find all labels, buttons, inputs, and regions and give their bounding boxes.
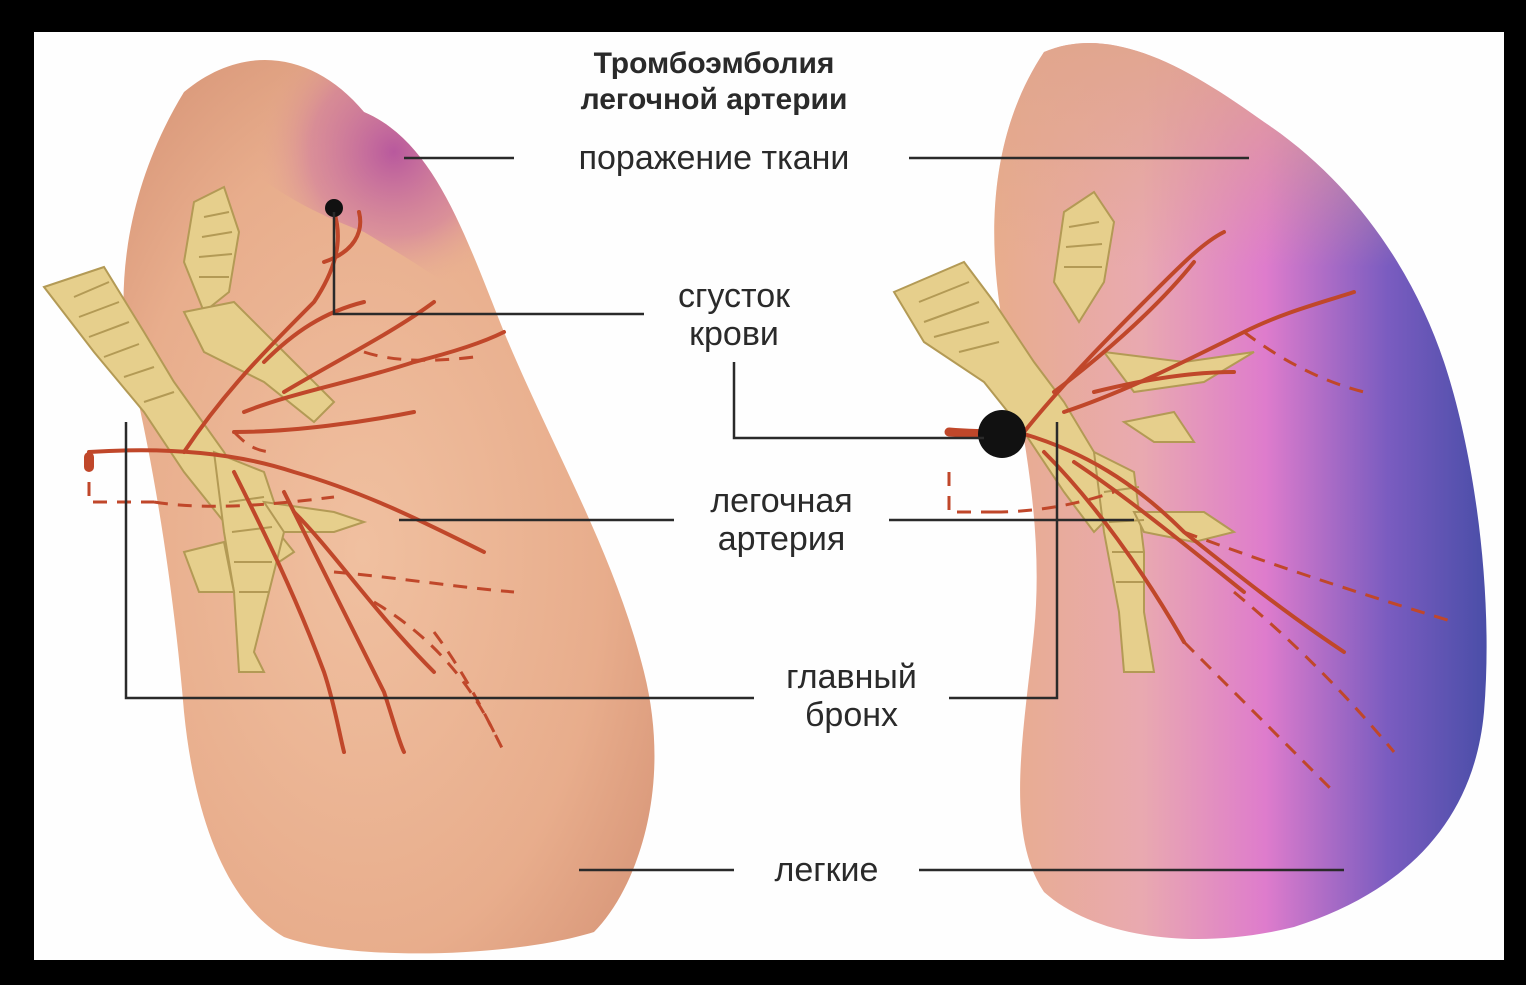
- label-pulmonary-artery-line-1: легочная: [674, 482, 889, 520]
- label-main-bronchus-line-2: бронх: [754, 696, 949, 734]
- label-pulmonary-artery: легочная артерия: [674, 482, 889, 558]
- title-line-1: Тромбоэмболия: [524, 46, 904, 82]
- diagram-canvas: Тромбоэмболия легочной артерии поражение…: [34, 32, 1504, 960]
- large-clot: [978, 410, 1026, 458]
- label-blood-clot-line-1: сгусток: [644, 277, 824, 315]
- label-main-bronchus-line-1: главный: [754, 658, 949, 696]
- label-tissue-damage: поражение ткани: [524, 139, 904, 177]
- label-pulmonary-artery-line-2: артерия: [674, 520, 889, 558]
- label-blood-clot-line-2: крови: [644, 315, 824, 353]
- label-blood-clot: сгусток крови: [644, 277, 824, 353]
- label-lungs: легкие: [734, 851, 919, 889]
- title-line-2: легочной артерии: [524, 82, 904, 118]
- diagram-title: Тромбоэмболия легочной артерии: [524, 46, 904, 118]
- label-main-bronchus: главный бронх: [754, 658, 949, 734]
